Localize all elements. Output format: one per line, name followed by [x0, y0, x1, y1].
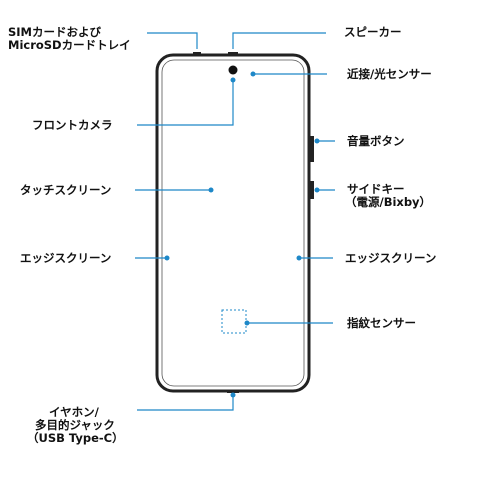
leader-earphone	[137, 396, 234, 411]
label-sim-tray-line1: SIMカードおよび	[8, 25, 102, 39]
dot-fingerprint	[244, 320, 250, 326]
volume-button-shape	[309, 136, 314, 162]
label-side-key-line1: サイドキー	[347, 182, 405, 196]
label-touchscreen: タッチスクリーン	[20, 183, 112, 197]
side-key-shape	[309, 181, 314, 199]
label-edge-screen-right: エッジスクリーン	[345, 251, 437, 265]
label-earphone-line2: 多目的ジャック	[35, 418, 115, 432]
label-earphone-jack: イヤホン/ 多目的ジャック （USB Type-C）	[27, 405, 124, 445]
leader-sim-tray	[147, 32, 198, 49]
dot-edge-right	[296, 255, 302, 261]
dot-proximity	[250, 71, 256, 77]
label-earphone-line3: （USB Type-C）	[27, 431, 124, 445]
label-side-key-line2: （電源/Bixby）	[345, 195, 432, 209]
dot-earphone	[230, 392, 236, 398]
dot-edge-left	[164, 255, 170, 261]
fingerprint-area	[221, 309, 247, 334]
usb-port-shape	[227, 390, 239, 393]
label-sim-tray-line2: MicroSDカードトレイ	[8, 38, 131, 52]
label-earphone-line1: イヤホン/	[49, 405, 99, 419]
label-sim-tray: SIMカードおよび MicroSDカードトレイ	[8, 26, 131, 52]
label-front-camera: フロントカメラ	[32, 118, 113, 132]
leader-front-camera	[137, 81, 234, 126]
label-side-key: サイドキー （電源/Bixby）	[345, 182, 432, 209]
speaker-slot-shape	[228, 52, 238, 55]
dot-front-camera	[230, 77, 236, 83]
phone-screen	[161, 59, 305, 387]
leader-speaker	[232, 32, 326, 49]
label-edge-screen-left: エッジスクリーン	[20, 251, 112, 265]
sim-slot-shape	[193, 52, 201, 55]
label-volume-button: 音量ボタン	[347, 134, 405, 148]
dot-side-key	[314, 187, 320, 193]
label-speaker: スピーカー	[344, 25, 402, 39]
dot-touchscreen	[208, 187, 214, 193]
label-proximity-light-sensor: 近接/光センサー	[347, 67, 432, 81]
front-camera-shape	[228, 65, 238, 75]
label-fingerprint-sensor: 指紋センサー	[347, 316, 416, 330]
dot-volume	[314, 138, 320, 144]
